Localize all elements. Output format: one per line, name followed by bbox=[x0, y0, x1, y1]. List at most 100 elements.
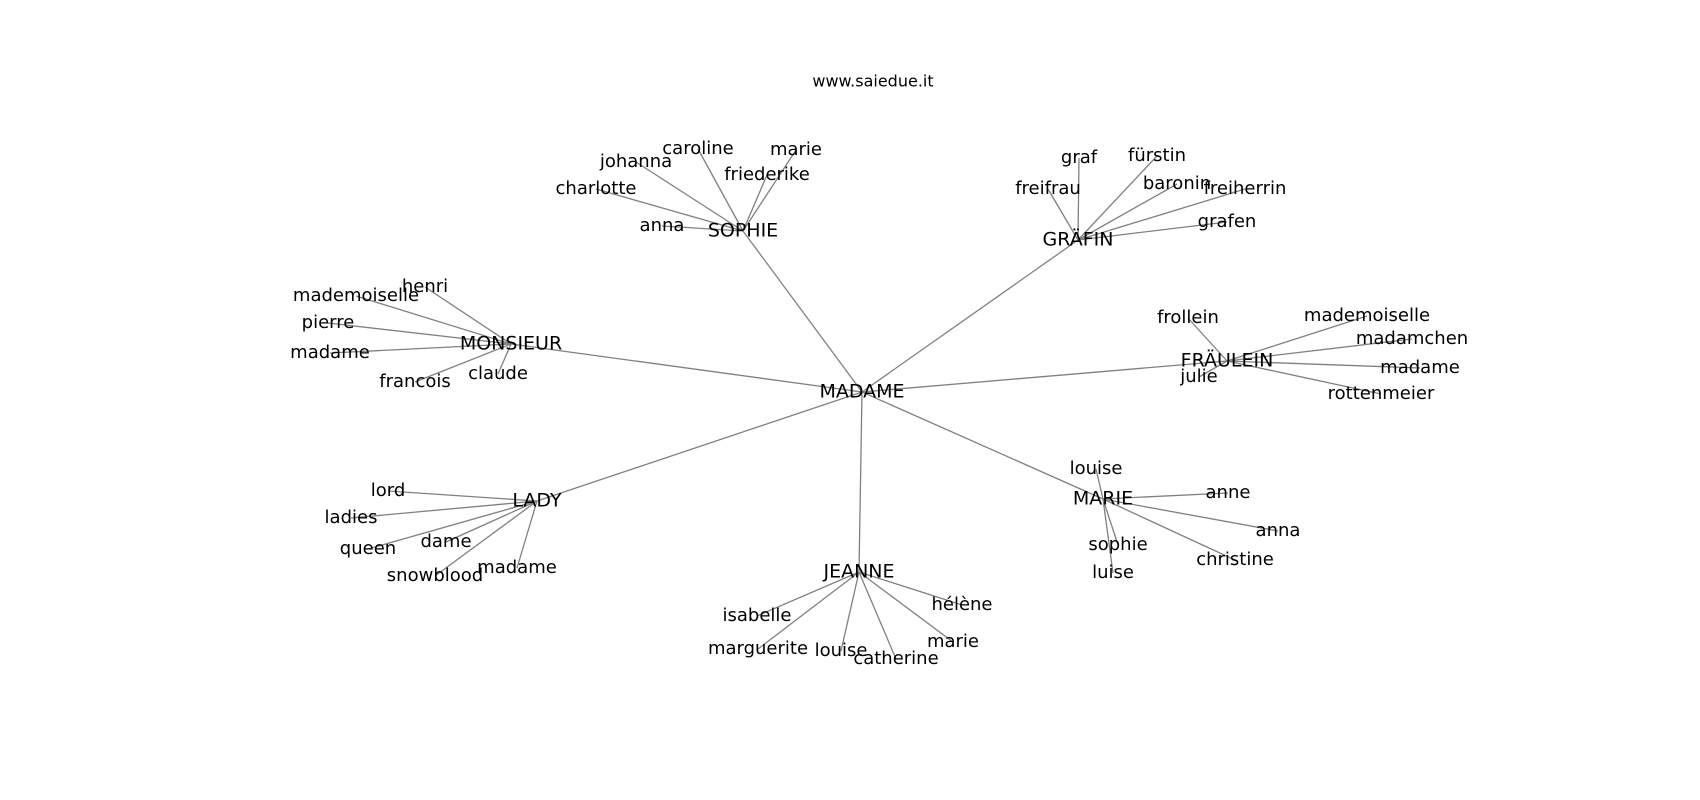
leaf-node-label: freiherrin bbox=[1204, 178, 1287, 199]
leaf-node-label: louise bbox=[815, 640, 868, 661]
edge-hub-leaf bbox=[329, 343, 512, 354]
edge-hub-leaf bbox=[1077, 157, 1080, 241]
leaf-node-label: johanna bbox=[599, 151, 672, 172]
edge-hub-leaf bbox=[367, 500, 538, 550]
hub-node-label: MONSIEUR bbox=[460, 333, 562, 355]
leaf-node-label: christine bbox=[1196, 549, 1274, 570]
edge-hub-leaf bbox=[1226, 360, 1382, 395]
edge-root-hub bbox=[861, 391, 1104, 500]
leaf-node-label: snowblood bbox=[387, 565, 483, 586]
leaf-node-label: sophie bbox=[1088, 534, 1147, 555]
edge-hub-leaf bbox=[858, 571, 954, 643]
leaf-node-label: grafen bbox=[1198, 211, 1257, 232]
edge-root-hub bbox=[861, 360, 1228, 393]
leaf-node-label: friederike bbox=[724, 164, 810, 185]
edge-hub-leaf bbox=[697, 148, 744, 232]
edge-hub-leaf bbox=[497, 343, 512, 375]
edge-hub-leaf bbox=[1077, 183, 1178, 241]
hub-node-label: FRÄULEIN bbox=[1181, 349, 1274, 372]
leaf-node-label: madamchen bbox=[1356, 328, 1468, 349]
leaf-node-label: julie bbox=[1179, 366, 1218, 387]
edge-hub-leaf bbox=[1102, 492, 1229, 500]
leaf-node-label: marie bbox=[770, 139, 822, 160]
leaf-node-label: freifrau bbox=[1015, 178, 1081, 199]
leaf-node-label: henri bbox=[402, 276, 448, 297]
leaf-node-label: anna bbox=[1256, 520, 1301, 541]
hub-node-label: GRÄFIN bbox=[1043, 228, 1114, 251]
edge-hub-leaf bbox=[445, 500, 538, 543]
leaf-node-label: madame bbox=[477, 557, 557, 578]
leaf-node-label: ladies bbox=[325, 507, 378, 528]
leaf-node-label: marguerite bbox=[708, 638, 808, 659]
edge-hub-leaf bbox=[840, 571, 860, 652]
edge-hub-leaf bbox=[1077, 221, 1228, 241]
leaf-node-label: mademoiselle bbox=[1304, 305, 1430, 326]
edge-root-hub bbox=[861, 239, 1079, 393]
edges bbox=[327, 148, 1421, 660]
edge-hub-leaf bbox=[1226, 338, 1413, 362]
edge-hub-leaf bbox=[387, 490, 538, 502]
edge-hub-leaf bbox=[1095, 468, 1104, 500]
edge-root-hub bbox=[510, 343, 863, 393]
leaf-node-label: dame bbox=[420, 531, 471, 552]
leaf-node-label: madame bbox=[1380, 357, 1460, 378]
edge-hub-leaf bbox=[327, 322, 512, 345]
leaf-node-label: mademoiselle bbox=[293, 285, 419, 306]
leaf-node-label: rottenmeier bbox=[1328, 383, 1435, 404]
edge-hub-leaf bbox=[1226, 360, 1421, 369]
leaf-node-label: baronin bbox=[1143, 173, 1211, 194]
edge-root-hub bbox=[858, 391, 863, 573]
edge-hub-leaf bbox=[1077, 188, 1246, 241]
edge-hub-leaf bbox=[661, 225, 744, 232]
leaf-node-label: graf bbox=[1061, 147, 1098, 168]
watermark: www.saiedue.it bbox=[812, 72, 933, 91]
edge-hub-leaf bbox=[1047, 188, 1079, 241]
edge-root-hub bbox=[742, 230, 863, 393]
leaf-node-label: hélène bbox=[931, 594, 992, 615]
leaf-node-label: lord bbox=[371, 480, 406, 501]
leaf-node-label: pierre bbox=[302, 312, 355, 333]
leaf-node-label: fürstin bbox=[1128, 145, 1186, 166]
leaf-node-label: caroline bbox=[662, 138, 733, 159]
leaf-node-label: charlotte bbox=[556, 178, 637, 199]
edge-hub-leaf bbox=[858, 571, 897, 660]
edge-hub-leaf bbox=[1102, 498, 1236, 561]
edge-hub-leaf bbox=[1102, 498, 1279, 532]
edge-hub-leaf bbox=[1226, 315, 1368, 362]
edge-hub-leaf bbox=[1102, 498, 1114, 574]
edge-hub-leaf bbox=[350, 500, 538, 519]
leaf-node-label: frollein bbox=[1157, 307, 1219, 328]
node-labels: www.saiedue.it MADAMESOPHIEannacharlotte… bbox=[290, 72, 1468, 670]
edge-hub-leaf bbox=[742, 174, 768, 232]
edge-hub-leaf bbox=[434, 500, 538, 577]
root-node-label: MADAME bbox=[819, 381, 904, 403]
hub-node-label: JEANNE bbox=[822, 561, 894, 583]
edge-hub-leaf bbox=[1077, 155, 1158, 241]
edge-hub-leaf bbox=[355, 295, 512, 345]
leaf-node-label: anna bbox=[640, 215, 685, 236]
leaf-node-label: claude bbox=[468, 363, 528, 384]
edge-hub-leaf bbox=[516, 500, 538, 569]
leaf-node-label: marie bbox=[927, 631, 979, 652]
leaf-node-label: anne bbox=[1206, 482, 1251, 503]
edge-hub-leaf bbox=[424, 286, 512, 345]
leaf-node-label: madame bbox=[290, 342, 370, 363]
leaf-node-label: francois bbox=[379, 371, 450, 392]
edge-root-hub bbox=[536, 391, 863, 502]
hub-node-label: SOPHIE bbox=[708, 220, 778, 242]
hub-node-label: MARIE bbox=[1073, 488, 1133, 510]
edge-hub-leaf bbox=[595, 188, 744, 232]
edge-hub-leaf bbox=[1187, 317, 1228, 362]
hub-node-label: LADY bbox=[512, 490, 562, 512]
leaf-node-label: louise bbox=[1070, 458, 1123, 479]
edge-hub-leaf bbox=[756, 571, 860, 617]
edge-hub-leaf bbox=[858, 571, 963, 606]
edge-hub-leaf bbox=[635, 161, 744, 232]
edge-hub-leaf bbox=[757, 571, 860, 650]
leaf-node-label: luise bbox=[1092, 562, 1134, 583]
edge-hub-leaf bbox=[414, 343, 512, 383]
leaf-node-label: catherine bbox=[853, 648, 938, 669]
edge-hub-leaf bbox=[1102, 498, 1119, 546]
edge-hub-leaf bbox=[1198, 360, 1228, 378]
